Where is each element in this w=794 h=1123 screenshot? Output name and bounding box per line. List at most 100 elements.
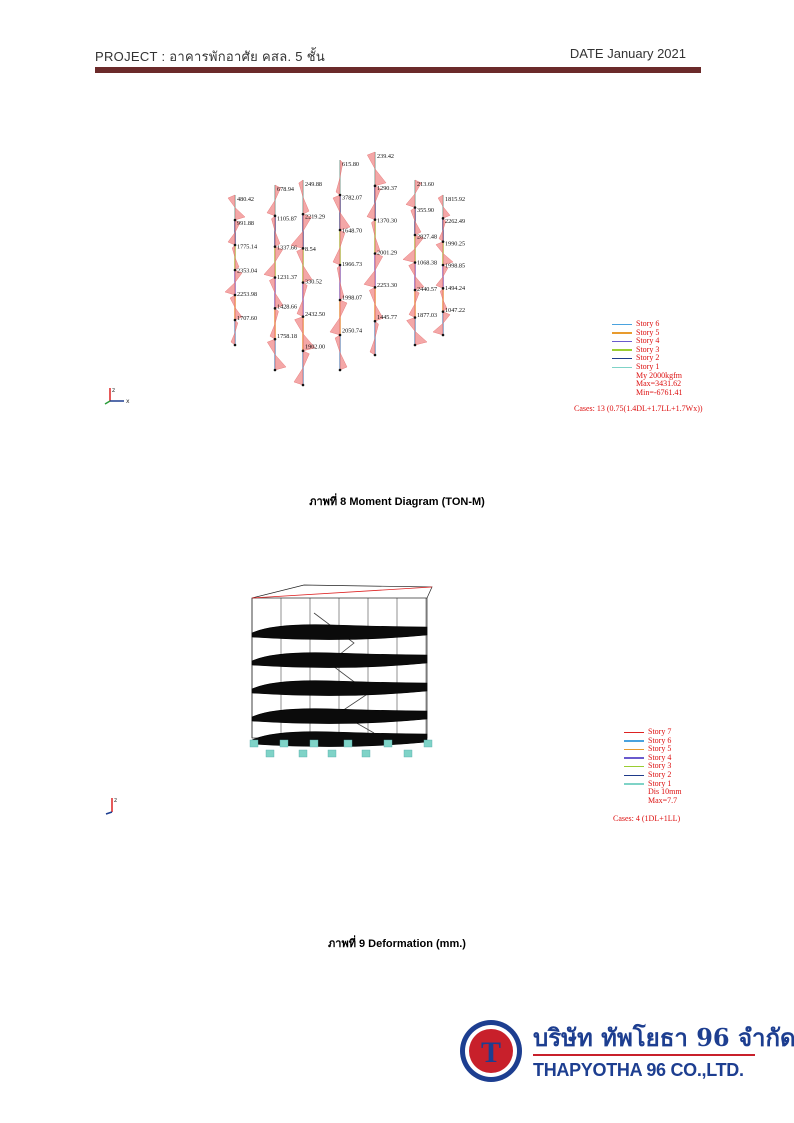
deformed-slab: [251, 624, 428, 640]
legend-label: Story 3: [648, 761, 672, 771]
node-point: [413, 261, 417, 264]
node-point: [338, 298, 342, 302]
legend-swatch: [612, 349, 632, 351]
node-point: [338, 333, 342, 337]
company-name-thai: บริษัท ทัพโยธา 96 จำกัด: [533, 1023, 794, 1052]
legend-label: Story 6: [648, 735, 672, 745]
moment-shape: [296, 282, 308, 317]
node-point: [301, 281, 305, 284]
footing-block: [423, 739, 433, 748]
moment-value-label: 1902.00: [305, 344, 325, 351]
legend-entry: Story 6: [612, 319, 683, 329]
node-point: [441, 310, 445, 313]
legend-entry: Story 7: [624, 727, 682, 737]
legend-entry: Story 1: [612, 362, 683, 372]
node-point: [233, 293, 237, 297]
footing-block: [279, 739, 289, 748]
legend-note: Max=7.7: [648, 795, 678, 805]
moment-shape: [408, 262, 425, 291]
moment-value-label: 678.94: [277, 186, 294, 193]
node-point: [301, 383, 305, 387]
moment-shape: [438, 217, 447, 243]
node-point: [441, 263, 445, 267]
legend-swatch: [624, 731, 644, 734]
node-point: [373, 353, 377, 357]
moment-shape: [366, 185, 381, 220]
legend-entry: Story 6: [624, 735, 682, 746]
svg-text:z: z: [112, 387, 115, 394]
company-logo: T บริษัท ทัพโยธา 96 จำกัด THAPYOTHA 96 C…: [458, 1016, 794, 1088]
moment-value-label: 1966.73: [342, 261, 362, 268]
moment-shape: [294, 316, 316, 352]
node-point: [233, 243, 237, 247]
document-date: DATE January 2021: [569, 46, 686, 61]
moment-value-label: 8.54: [305, 246, 316, 253]
footing-block: [383, 739, 393, 748]
footing-block: [249, 739, 259, 748]
node-point: [233, 343, 237, 347]
moment-shape: [371, 219, 381, 254]
svg-text:z: z: [114, 797, 117, 804]
moment-value-label: 480.42: [237, 196, 254, 203]
moment-value-label: 249.88: [305, 181, 322, 188]
legend-entry: Story 3: [612, 345, 683, 355]
legend-swatch: [624, 774, 644, 777]
moment-shape: [227, 219, 241, 246]
moment-shape: [435, 241, 454, 266]
moment-value-label: 1775.14: [237, 244, 257, 251]
node-point: [233, 318, 237, 322]
node-point: [373, 252, 377, 255]
moment-shape: [408, 289, 420, 318]
node-point: [441, 287, 445, 290]
moment-value-label: 2219.29: [305, 214, 325, 221]
node-point: [273, 368, 277, 372]
moment-shape: [335, 159, 344, 196]
node-point: [273, 214, 277, 218]
moment-shape: [332, 229, 346, 266]
node-point: [273, 245, 277, 248]
node-point: [373, 218, 377, 221]
legend-swatch: [612, 366, 632, 369]
node-point: [413, 288, 417, 292]
figure-8-caption: ภาพที่ 8 Moment Diagram (TON-M): [309, 496, 485, 508]
deformed-slab: [251, 731, 428, 747]
moment-value-label: 2353.04: [237, 267, 257, 274]
header-rule: [95, 67, 701, 73]
moment-value-label: 1494.24: [445, 285, 465, 292]
moment-shape: [269, 277, 284, 309]
footing-block: [343, 739, 353, 748]
legend-swatch: [624, 740, 644, 742]
moment-value-label: 213.60: [417, 181, 434, 188]
moment-shape: [363, 253, 383, 288]
moment-value-label: 330.52: [305, 279, 322, 286]
moment-shape: [435, 264, 449, 289]
moment-value-label: 2253.30: [377, 282, 397, 289]
moment-shape: [332, 194, 351, 231]
moment-shape: [224, 269, 243, 296]
moment-value-label: 1337.66: [277, 245, 297, 252]
moment-diagram: 480.42678.94249.88615.80239.42213.601815…: [224, 151, 465, 387]
footing-block: [403, 749, 413, 758]
legend-entry: Story 5: [624, 745, 682, 754]
moment-value-label: 2262.49: [445, 218, 465, 225]
moment-shape: [266, 184, 281, 217]
figure-9-caption: ภาพที่ 9 Deformation (mm.): [328, 938, 466, 950]
node-point: [413, 343, 417, 347]
legend-swatch: [624, 757, 644, 759]
company-emblem-icon: T: [460, 1020, 522, 1082]
moment-value-label: 991.88: [237, 220, 254, 227]
moment-shape: [298, 179, 310, 215]
node-point: [233, 268, 237, 272]
moment-shape: [227, 194, 246, 221]
moment-value-label: 355.90: [417, 207, 434, 214]
footing-block: [265, 749, 275, 758]
moment-value-label: 2827.48: [417, 233, 437, 240]
node-point: [413, 206, 417, 209]
footing-block: [298, 749, 308, 758]
node-point: [338, 368, 342, 372]
legend-entry: Story 3: [624, 762, 682, 771]
legend-entry: Story 2: [624, 770, 682, 780]
moment-shape: [367, 151, 387, 187]
legend-note: Min=-6761.41: [636, 387, 683, 397]
